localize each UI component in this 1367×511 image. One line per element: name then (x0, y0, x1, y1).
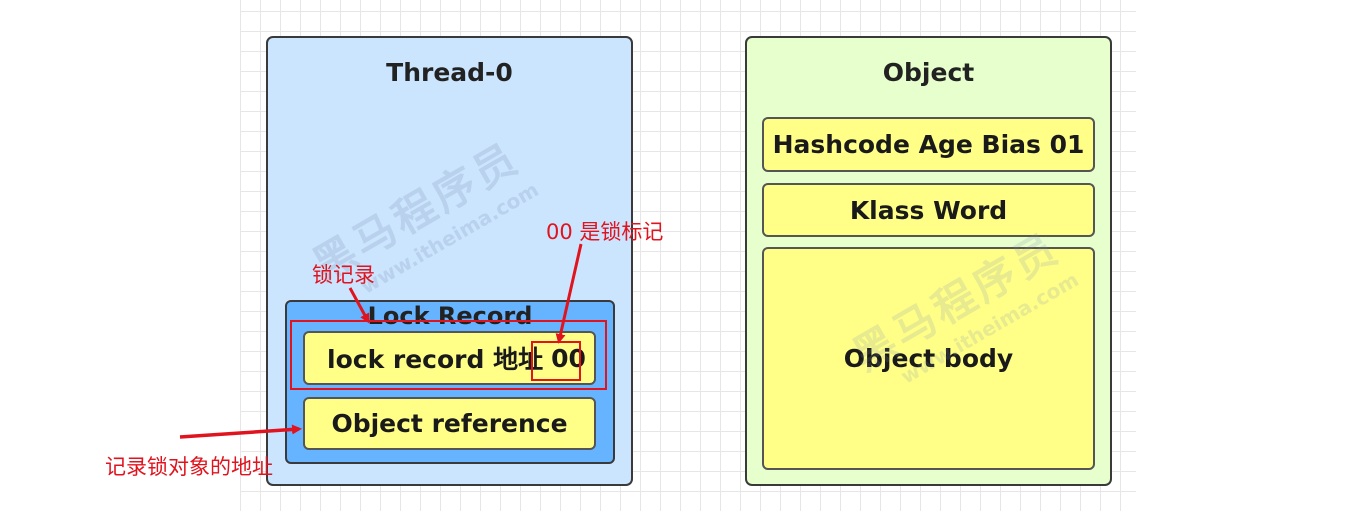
object-title: Object (882, 58, 975, 87)
object-address-annotation: 记录锁对象的地址 (105, 455, 273, 479)
lock-record-annotation: 锁记录 (312, 263, 375, 287)
lock-record-address-cell: lock record 地址 00 (303, 331, 596, 385)
lock-flag-arrow (555, 243, 583, 344)
lock-flag-annotation: 00 是锁标记 (546, 220, 664, 244)
klass-word-cell: Klass Word (762, 183, 1095, 237)
lock-record-highlight-box (290, 320, 607, 390)
mark-word-cell: Hashcode Age Bias 01 (762, 117, 1095, 172)
object-address-arrow (179, 424, 302, 439)
lock-record-title: Lock Record (367, 302, 533, 330)
lock-record-address-label: lock record 地址 (327, 345, 544, 374)
object-reference-cell: Object reference (303, 397, 596, 450)
thread-title: Thread-0 (386, 58, 513, 87)
lock-record-arrow (348, 287, 370, 324)
object-body-cell: Object body (762, 247, 1095, 470)
